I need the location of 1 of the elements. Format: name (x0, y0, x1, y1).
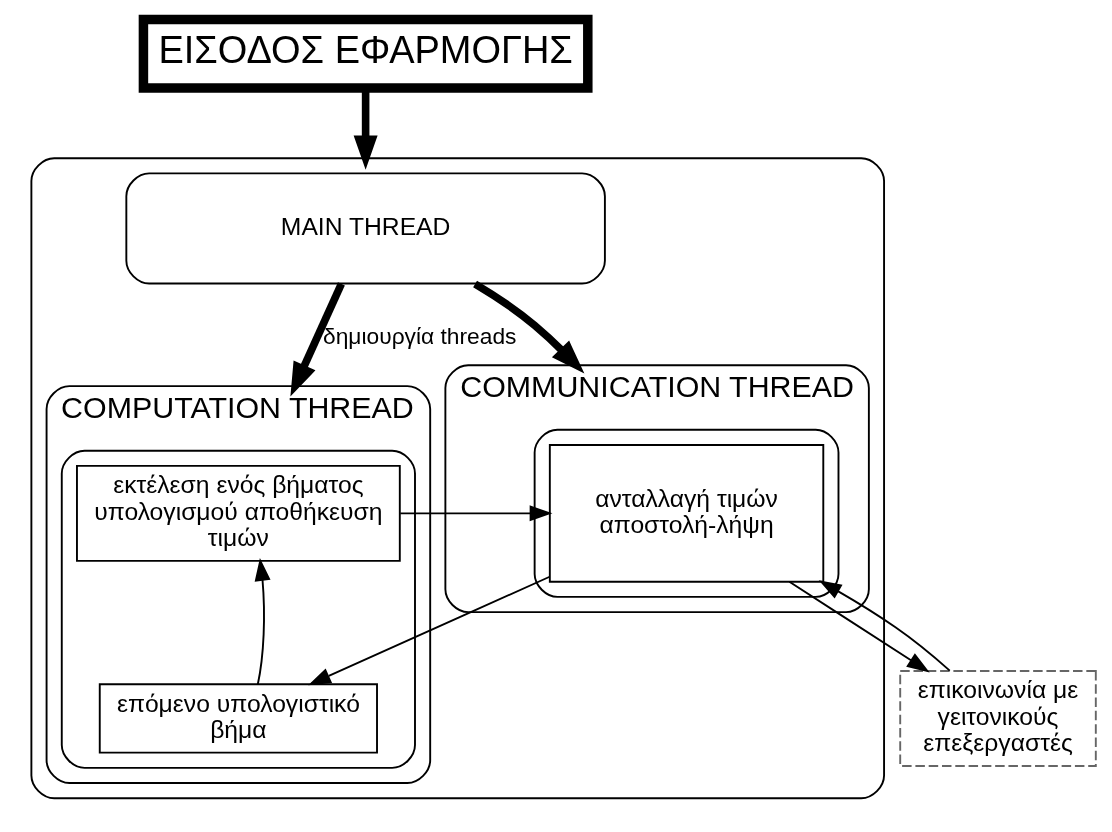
edge-label: δημιουργία threads (323, 322, 517, 349)
